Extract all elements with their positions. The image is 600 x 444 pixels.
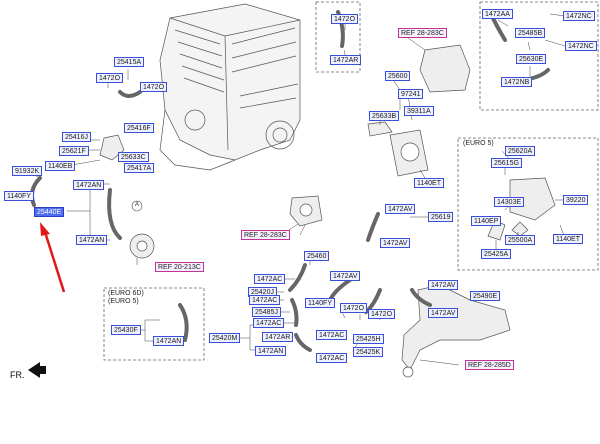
label-25460[interactable]: 25460 xyxy=(304,251,330,261)
label-1140fy-left[interactable]: 1140FY xyxy=(4,191,34,201)
fr-arrow-icon xyxy=(28,362,46,378)
label-25620a[interactable]: 25620A xyxy=(505,146,536,156)
label-1140fy-mid[interactable]: 1140FY xyxy=(305,298,335,308)
label-25425h[interactable]: 25425H xyxy=(353,334,384,344)
ref-28-283c-mid[interactable]: REF 28-283C xyxy=(241,230,290,240)
label-1472an-d[interactable]: 1472O xyxy=(340,303,368,313)
label-25440e-selected[interactable]: 25440E xyxy=(34,207,65,217)
label-25417a[interactable]: 25417A xyxy=(124,163,155,173)
label-25633b[interactable]: 25633B xyxy=(369,111,400,121)
label-25633c[interactable]: 25633C xyxy=(118,152,149,162)
label-25490e[interactable]: 25490E xyxy=(470,291,501,301)
label-1472av-c[interactable]: 1472AV xyxy=(330,271,361,281)
euro6d-box xyxy=(103,287,205,361)
label-1472an-c[interactable]: 1472AN xyxy=(255,346,287,356)
label-1472av-e[interactable]: 1472AV xyxy=(428,308,459,318)
label-1472ac-e[interactable]: 1472AC xyxy=(316,353,348,363)
label-1472av-d[interactable]: 1472AV xyxy=(428,280,459,290)
label-25500a[interactable]: 25500A xyxy=(505,235,536,245)
label-25485b-top[interactable]: 25485B xyxy=(515,28,546,38)
label-1472ar-top[interactable]: 1472AR xyxy=(330,55,362,65)
label-1472o-d[interactable]: 1472O xyxy=(368,309,396,319)
label-1472ac-a[interactable]: 1472AC xyxy=(254,274,286,284)
label-25425a[interactable]: 25425A xyxy=(481,249,512,259)
label-25621f[interactable]: 25621F xyxy=(59,146,89,156)
label-39311a[interactable]: 39311A xyxy=(404,106,434,116)
label-25430f[interactable]: 25430F xyxy=(111,325,141,335)
label-14303e[interactable]: 14303E xyxy=(494,197,525,207)
callout-a-circle xyxy=(131,200,143,212)
label-1140ep[interactable]: 1140EP xyxy=(471,216,502,226)
label-25630e[interactable]: 25630E xyxy=(516,54,547,64)
label-1472ac-c[interactable]: 1472AC xyxy=(253,318,285,328)
label-1472ar-b[interactable]: 1472AR xyxy=(262,332,294,342)
label-97241[interactable]: 97241 xyxy=(398,89,424,99)
inset-box-top-right xyxy=(479,1,599,111)
label-1472o-top[interactable]: 1472O xyxy=(331,14,359,24)
euro5-box-caption: (EURO 5) xyxy=(463,140,494,147)
euro6d-caption: (EURO 6D) xyxy=(108,290,144,297)
label-25600[interactable]: 25600 xyxy=(385,71,411,81)
label-25416j[interactable]: 25416J xyxy=(62,132,91,142)
label-1472av-a[interactable]: 1472AV xyxy=(385,204,416,214)
label-25416f[interactable]: 25416F xyxy=(124,123,154,133)
label-1472nb[interactable]: 1472NB xyxy=(501,77,533,87)
label-25619[interactable]: 25619 xyxy=(428,212,454,222)
label-1472an-e[interactable]: 1472AN xyxy=(153,336,185,346)
inset-box-top xyxy=(315,1,361,73)
label-1472ac-d[interactable]: 1472AC xyxy=(316,330,348,340)
label-91932k[interactable]: 91932K xyxy=(12,166,43,176)
label-1472ac-b[interactable]: 1472AC xyxy=(249,295,281,305)
front-direction-label: FR. xyxy=(10,370,25,380)
label-1472aa[interactable]: 1472AA xyxy=(482,9,513,19)
label-1472o-b[interactable]: 1472O xyxy=(96,73,124,83)
ref-20-213c[interactable]: REF 20-213C xyxy=(155,262,204,272)
label-1472an-left2[interactable]: 1472AN xyxy=(76,235,108,245)
label-1472an-left[interactable]: 1472AN xyxy=(73,180,105,190)
label-25615g[interactable]: 25615G xyxy=(491,158,522,168)
label-1140eb[interactable]: 1140EB xyxy=(45,161,76,171)
label-25420m[interactable]: 25420M xyxy=(209,333,241,343)
callout-a-letter: A xyxy=(135,202,140,208)
parts-artwork xyxy=(99,44,556,378)
euro5-box xyxy=(457,137,599,271)
label-25415a[interactable]: 25415A xyxy=(114,57,145,67)
label-1472nc-a[interactable]: 1472NC xyxy=(563,11,595,21)
label-1472av-b[interactable]: 1472AV xyxy=(380,238,411,248)
label-1140et-center[interactable]: 1140ET xyxy=(414,178,444,188)
label-1472o-c[interactable]: 1472O xyxy=(140,82,168,92)
label-39220[interactable]: 39220 xyxy=(563,195,589,205)
label-25425k[interactable]: 25425K xyxy=(353,347,384,357)
label-1140et-right[interactable]: 1140ET xyxy=(553,234,583,244)
euro5-caption: (EURO 5) xyxy=(108,298,139,305)
ref-28-285d[interactable]: REF 28-285D xyxy=(465,360,514,370)
red-arrow xyxy=(40,222,66,293)
ref-28-283c-top[interactable]: REF 28-283C xyxy=(398,28,447,38)
label-25485j[interactable]: 25485J xyxy=(252,307,281,317)
label-1472nc-b[interactable]: 1472NC xyxy=(565,41,597,51)
hoses xyxy=(30,10,550,352)
engine-block xyxy=(159,3,301,171)
